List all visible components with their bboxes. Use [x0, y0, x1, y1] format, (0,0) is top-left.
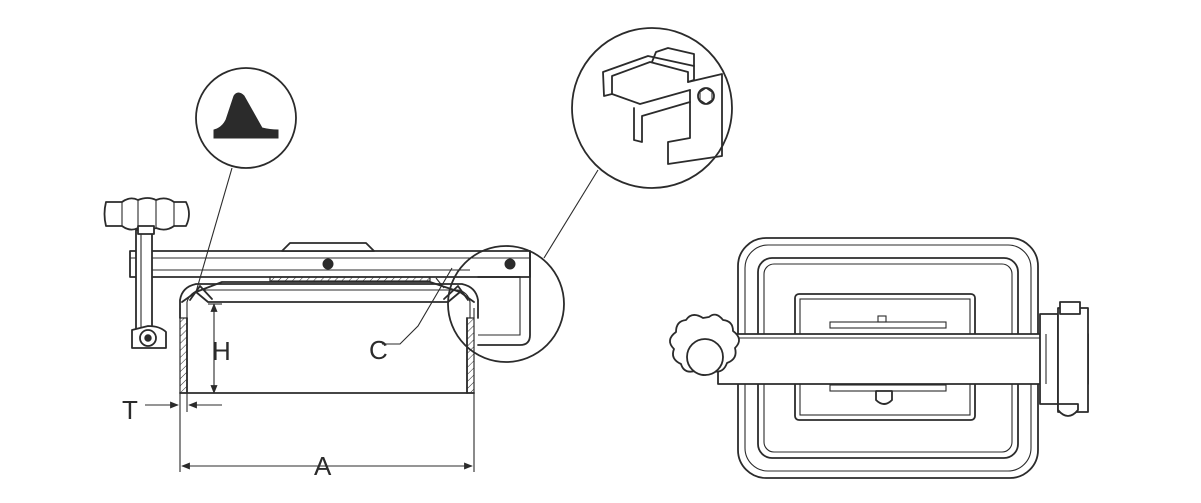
c-leader-line — [382, 267, 453, 345]
c-leader-tick — [435, 277, 445, 289]
rim-flange — [179, 281, 479, 319]
neck-body — [179, 308, 475, 394]
crossbar — [717, 333, 1089, 385]
detail-zoom-ring — [447, 245, 565, 363]
bolt-block — [1039, 301, 1089, 417]
clamp-bracket — [477, 250, 531, 346]
side-view — [103, 27, 733, 472]
gasket-detail-callout — [195, 67, 297, 293]
dimension-label-a: A — [314, 451, 332, 481]
h-dimension — [208, 303, 222, 394]
lid-plate — [129, 242, 531, 282]
star-knob-side — [103, 197, 190, 235]
dimension-label-t: T — [122, 395, 138, 425]
a-dimension — [181, 393, 475, 472]
dimension-label-c: C — [369, 335, 388, 365]
hinge-arm — [131, 229, 167, 349]
t-dimension — [145, 393, 222, 472]
top-view — [669, 237, 1089, 479]
bracket-detail-callout — [543, 27, 733, 259]
gasket-left — [189, 285, 213, 301]
dimension-label-h: H — [212, 336, 231, 366]
star-knob-top — [669, 313, 740, 376]
